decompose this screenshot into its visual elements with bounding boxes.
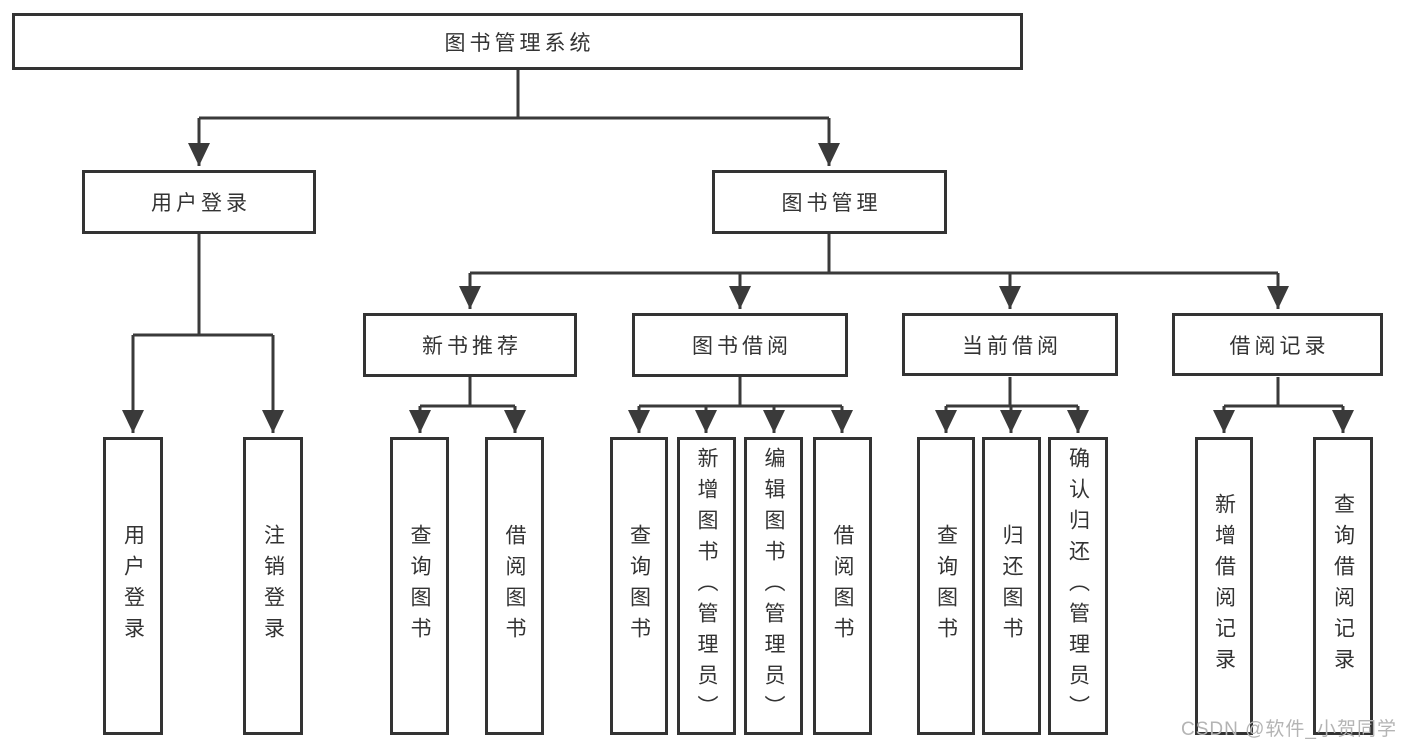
- leaf-label: 查询图书: [627, 524, 651, 648]
- leaf-label: 查询借阅记录: [1331, 493, 1355, 679]
- node-label: 图书借阅: [692, 335, 792, 358]
- node-label: 当前借阅: [962, 334, 1062, 358]
- leaf-label: 新增借阅记录: [1212, 493, 1236, 679]
- leaf-return-books: 归还图书: [982, 437, 1041, 735]
- leaf-query-books-current: 查询图书: [917, 437, 975, 735]
- node-borrowing-records: 借阅记录: [1172, 313, 1383, 376]
- leaf-label: 编辑图书（管理员）: [762, 446, 785, 726]
- node-label: 用户登录: [151, 192, 251, 215]
- leaf-add-books-admin: 新增图书（管理员）: [677, 437, 736, 735]
- leaf-confirm-return-admin: 确认归还（管理员）: [1048, 437, 1108, 735]
- leaf-label: 借阅图书: [831, 524, 854, 648]
- leaf-query-books-borrowing: 查询图书: [610, 437, 668, 735]
- leaf-label: 查询图书: [408, 524, 431, 648]
- node-label: 新书推荐: [422, 335, 522, 358]
- leaf-label: 新增图书（管理员）: [695, 446, 718, 726]
- leaf-user-login: 用户登录: [103, 437, 163, 735]
- csdn-watermark: CSDN @软件_小贺同学: [1181, 719, 1397, 740]
- node-book-borrowing: 图书借阅: [632, 313, 848, 377]
- leaf-label: 注销登录: [261, 524, 285, 648]
- node-user-login: 用户登录: [82, 170, 316, 234]
- leaf-label: 用户登录: [121, 524, 145, 648]
- node-current-borrowing: 当前借阅: [902, 313, 1118, 376]
- leaf-label: 归还图书: [1000, 524, 1023, 648]
- leaf-edit-books-admin: 编辑图书（管理员）: [744, 437, 803, 735]
- node-book-management: 图书管理: [712, 170, 947, 234]
- node-label: 图书管理: [781, 192, 882, 215]
- leaf-label: 查询图书: [934, 524, 958, 648]
- leaf-logout: 注销登录: [243, 437, 303, 735]
- leaf-borrow-books-recommend: 借阅图书: [485, 437, 544, 735]
- node-label: 图书管理系统: [444, 31, 595, 55]
- node-new-book-recommendation: 新书推荐: [363, 313, 577, 377]
- leaf-add-borrow-record: 新增借阅记录: [1195, 437, 1253, 735]
- leaf-label: 借阅图书: [503, 524, 526, 648]
- leaf-borrow-books: 借阅图书: [813, 437, 872, 735]
- node-label: 借阅记录: [1229, 334, 1330, 358]
- leaf-label: 确认归还（管理员）: [1066, 446, 1090, 726]
- leaf-query-books-recommend: 查询图书: [390, 437, 449, 735]
- node-library-management-system: 图书管理系统: [12, 13, 1023, 70]
- leaf-query-borrow-record: 查询借阅记录: [1313, 437, 1373, 735]
